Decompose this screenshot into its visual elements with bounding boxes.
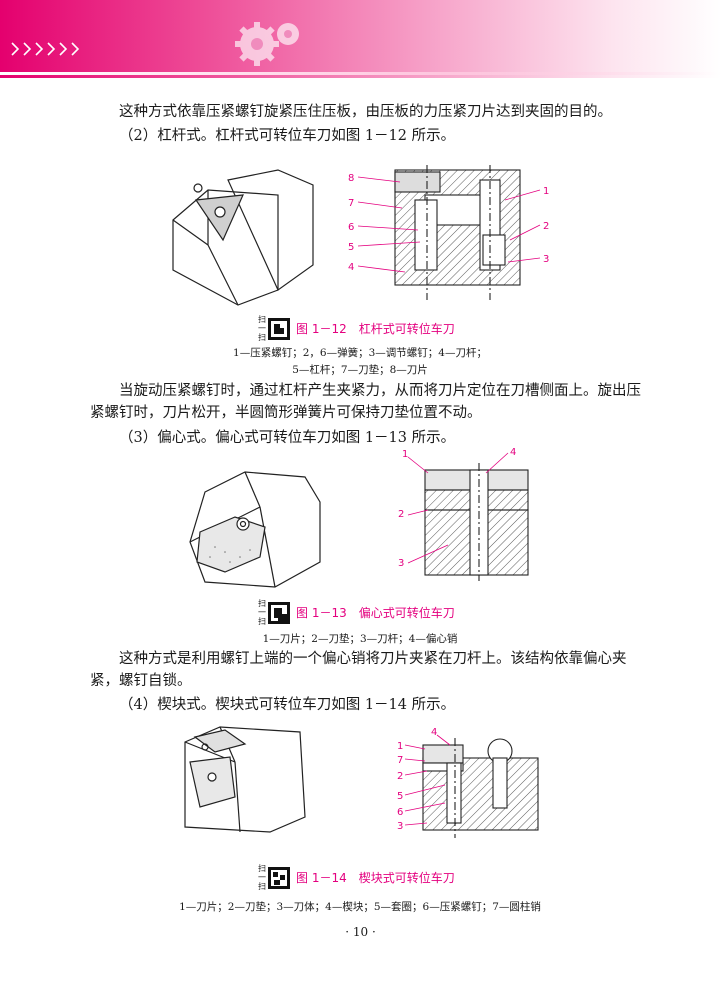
fig12-label-3: 3 bbox=[543, 254, 549, 265]
qr-scan-label: 扫一扫 bbox=[258, 599, 266, 626]
paragraph-lever-description: 当旋动压紧螺钉时，通过杠杆产生夹紧力，从而将刀片定位在刀槽侧面上。旋出压紧螺钉时… bbox=[90, 383, 641, 421]
fig14-qr-block: 扫一扫 bbox=[258, 864, 290, 891]
fig14-label-2: 2 bbox=[397, 771, 403, 782]
fig13-caption: 图 1－13 偏心式可转位车刀 bbox=[296, 606, 455, 620]
fig14-label-1: 1 bbox=[397, 741, 403, 752]
qr-code-icon[interactable] bbox=[268, 317, 290, 340]
fig12-qr-block: 扫一扫 bbox=[258, 315, 290, 342]
fig14-caption-row: 扫一扫 图 1－14 楔块式可转位车刀 bbox=[258, 864, 455, 891]
fig13-caption-row: 扫一扫 图 1－13 偏心式可转位车刀 bbox=[258, 599, 455, 626]
fig12-legend-line1: 1—压紧螺钉；2，6—弹簧；3—调节螺钉；4—刀杆； bbox=[233, 347, 487, 359]
fig14-label-7: 7 bbox=[397, 755, 403, 766]
wedge-tool-isometric-drawing bbox=[184, 726, 306, 833]
fig12-label-8: 8 bbox=[348, 173, 354, 184]
gears-icon bbox=[235, 22, 299, 66]
eccentric-tool-isometric-drawing bbox=[189, 471, 321, 588]
qr-scan-label: 扫一扫 bbox=[258, 864, 266, 891]
lever-tool-section-drawing: 8 7 6 5 4 1 2 3 bbox=[348, 165, 549, 300]
fig12-label-6: 6 bbox=[348, 222, 354, 233]
eccentric-tool-section-drawing: 1 4 2 3 bbox=[398, 447, 529, 581]
fig12-caption-row: 扫一扫 图 1－12 杠杆式可转位车刀 bbox=[258, 315, 455, 342]
fig12-label-5: 5 bbox=[348, 242, 354, 253]
fig13-qr-block: 扫一扫 bbox=[258, 599, 290, 626]
fig14-label-3: 3 bbox=[397, 821, 403, 832]
fig13-label-1: 1 bbox=[402, 449, 408, 460]
fig14-label-5: 5 bbox=[397, 791, 403, 802]
fig12-label-1: 1 bbox=[543, 186, 549, 197]
section-wedge-heading: （4）楔块式。楔块式可转位车刀如图 1－14 所示。 bbox=[119, 697, 456, 713]
fig12-legend-line2: 5—杠杆；7—刀垫；8—刀片 bbox=[292, 364, 428, 376]
lever-tool-isometric-drawing bbox=[172, 169, 314, 306]
fig13-label-3: 3 bbox=[398, 558, 404, 569]
fig14-label-6: 6 bbox=[397, 807, 403, 818]
paragraph-clamp-plate: 这种方式依靠压紧螺钉旋紧压住压板，由压板的力压紧刀片达到夹固的目的。 bbox=[119, 104, 612, 120]
fig12-label-7: 7 bbox=[348, 198, 354, 209]
fig14-caption: 图 1－14 楔块式可转位车刀 bbox=[296, 871, 455, 885]
qr-scan-label: 扫一扫 bbox=[258, 315, 266, 342]
qr-code-icon[interactable] bbox=[268, 601, 290, 624]
section-eccentric-heading: （3）偏心式。偏心式可转位车刀如图 1－13 所示。 bbox=[119, 430, 456, 446]
wedge-tool-section-drawing: 1 4 7 2 5 6 3 bbox=[397, 727, 539, 838]
header-divider bbox=[0, 72, 721, 75]
qr-code-icon[interactable] bbox=[268, 866, 290, 889]
fig12-label-2: 2 bbox=[543, 221, 549, 232]
fig12-label-4: 4 bbox=[348, 262, 354, 273]
fig12-caption: 图 1－12 杠杆式可转位车刀 bbox=[296, 322, 455, 336]
chevron-arrows-icon bbox=[11, 42, 80, 56]
fig13-label-4: 4 bbox=[510, 447, 516, 458]
fig14-legend: 1—刀片；2—刀垫；3—刀体；4—楔块；5—套圈；6—压紧螺钉；7—圆柱销 bbox=[179, 901, 541, 913]
header-band bbox=[0, 0, 721, 78]
fig13-label-2: 2 bbox=[398, 509, 404, 520]
paragraph-eccentric-description: 这种方式是利用螺钉上端的一个偏心销将刀片夹紧在刀杆上。该结构依靠偏心夹紧，螺钉自… bbox=[90, 651, 627, 689]
fig13-legend: 1—刀片；2—刀垫；3—刀杆；4—偏心销 bbox=[262, 633, 458, 645]
fig14-label-4: 4 bbox=[431, 727, 437, 738]
section-lever-heading: （2）杠杆式。杠杆式可转位车刀如图 1－12 所示。 bbox=[119, 128, 456, 144]
page-number: · 10 · bbox=[345, 925, 376, 939]
